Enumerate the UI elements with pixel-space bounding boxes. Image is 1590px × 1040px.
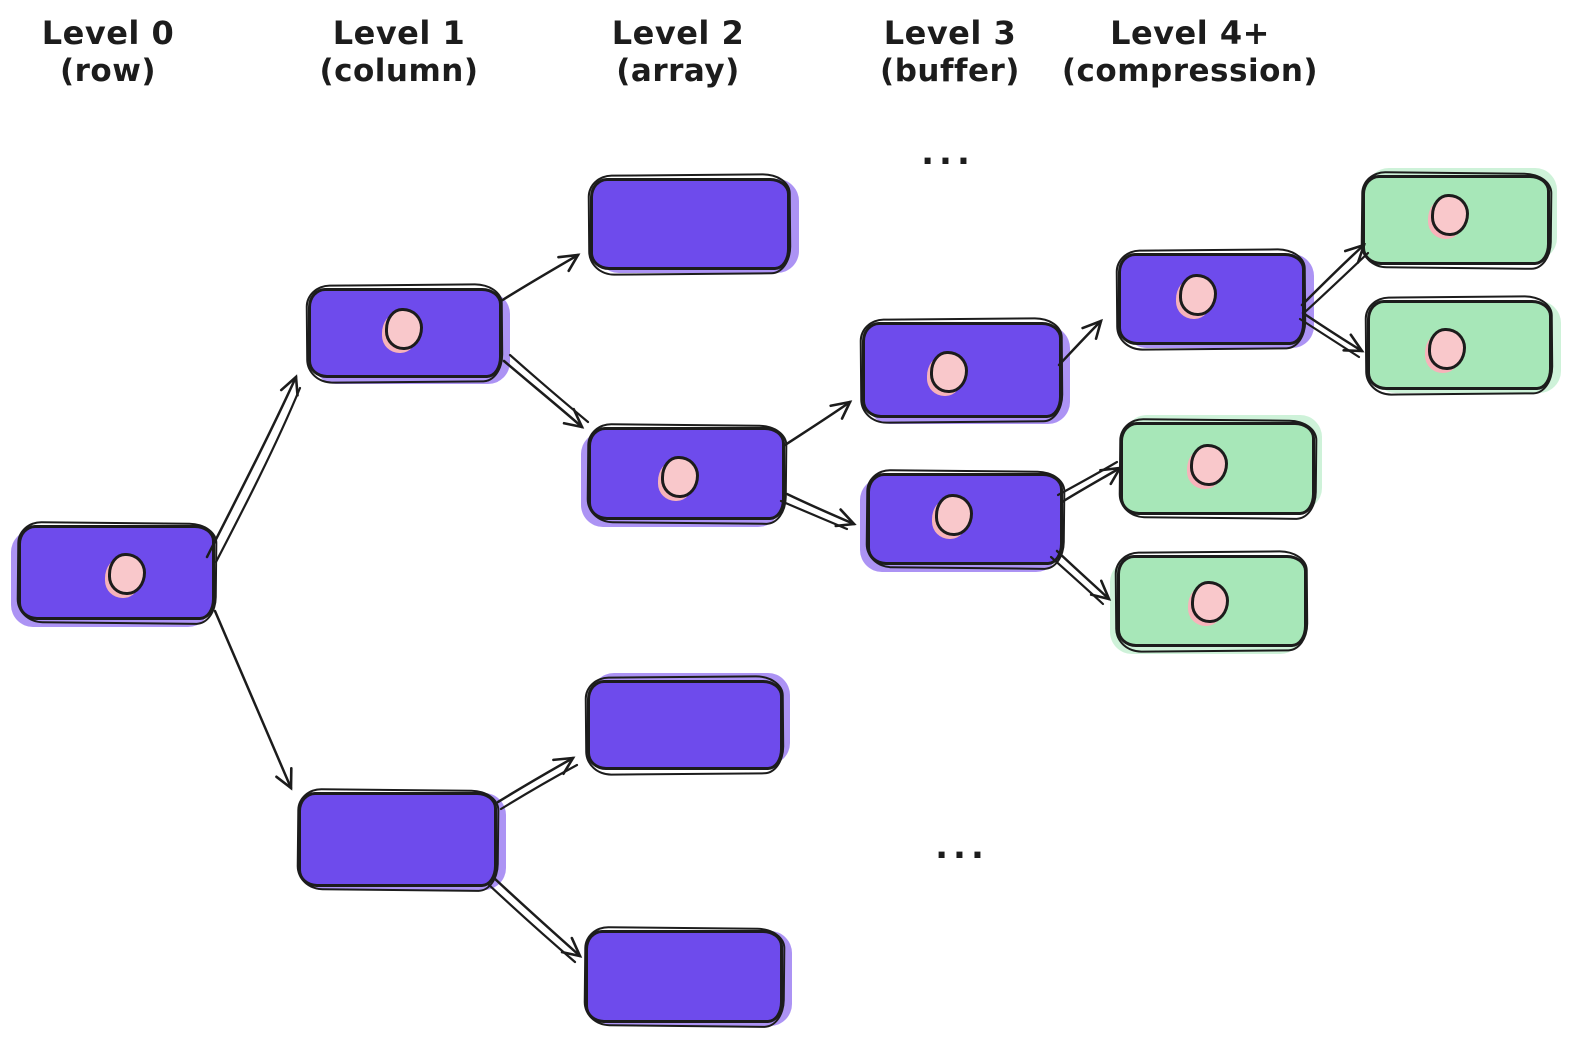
- node-comp-4: [1120, 415, 1322, 515]
- node-body: [585, 930, 783, 1023]
- node-buf-2: [860, 473, 1063, 572]
- edge-buf2-comp5: [1055, 549, 1112, 601]
- node-arr-4: [585, 930, 792, 1026]
- node-body: [862, 322, 1062, 418]
- node-col-2: [298, 792, 506, 890]
- node-body: [298, 792, 497, 887]
- pink-dot: [1428, 328, 1466, 370]
- node-root: [11, 525, 215, 627]
- column-title: Level 3: [883, 14, 1017, 52]
- node-body: [587, 680, 783, 770]
- node-col-1: [308, 288, 510, 384]
- node-arr-1: [590, 178, 799, 273]
- column-title: Level 0: [41, 14, 175, 52]
- edge-col2-arr3-sketch: [499, 763, 579, 811]
- edge-comp1-comp2-sketch: [1303, 251, 1370, 314]
- node-arr-3: [587, 673, 790, 770]
- node-comp-1: [1118, 253, 1314, 348]
- ellipsis-more-rows: ...: [935, 827, 989, 867]
- column-header-level-4: Level 4+ (compression): [1062, 14, 1318, 91]
- pink-dot: [930, 351, 968, 393]
- node-body: [590, 178, 790, 270]
- column-subtitle: (column): [319, 53, 479, 90]
- column-subtitle: (buffer): [880, 53, 1020, 90]
- ellipsis-more-buffers: ...: [921, 133, 975, 173]
- column-title: Level 4+: [1110, 14, 1270, 52]
- edge-arr2-buf1: [783, 400, 853, 447]
- node-body: [1118, 253, 1305, 345]
- pink-dot: [661, 456, 699, 498]
- edge-root-col1: [205, 374, 299, 559]
- edge-root-col2: [213, 609, 293, 791]
- pink-dot: [385, 308, 423, 350]
- column-title: Level 1: [332, 14, 466, 52]
- edge-col1-arr1: [499, 253, 581, 303]
- edge-root-col1-sketch: [214, 386, 302, 564]
- edge-col1-arr2: [502, 359, 585, 429]
- column-subtitle: (row): [59, 53, 157, 90]
- edge-arr2-buf2-sketch: [779, 499, 849, 531]
- edge-col2-arr4: [492, 876, 583, 958]
- pink-dot: [108, 553, 146, 595]
- node-comp-3: [1367, 300, 1561, 393]
- pink-dot: [1190, 444, 1228, 486]
- column-header-level-1: Level 1 (column): [319, 14, 478, 91]
- column-subtitle: (compression): [1061, 53, 1319, 90]
- edge-col2-arr3: [496, 756, 576, 804]
- column-header-level-0: Level 0 (row): [42, 14, 175, 91]
- node-comp-5: [1110, 555, 1307, 654]
- column-header-level-2: Level 2 (array): [612, 14, 745, 91]
- pink-dot: [935, 494, 973, 536]
- node-comp-2: [1362, 168, 1557, 265]
- pink-dot: [1179, 274, 1217, 316]
- edge-arr2-buf2: [785, 492, 857, 528]
- column-subtitle: (array): [616, 53, 740, 90]
- pink-dot: [1191, 581, 1229, 623]
- edge-buf2-comp4: [1060, 466, 1123, 504]
- node-buf-1: [862, 322, 1070, 424]
- column-title: Level 2: [611, 14, 745, 52]
- edge-col2-arr4-sketch: [486, 882, 577, 964]
- edge-buf2-comp4-sketch: [1056, 460, 1119, 497]
- node-arr-2: [581, 427, 785, 527]
- column-header-level-3: Level 3 (buffer): [880, 14, 1020, 91]
- edge-col1-arr2-sketch: [508, 353, 590, 424]
- pink-dot: [1431, 194, 1469, 236]
